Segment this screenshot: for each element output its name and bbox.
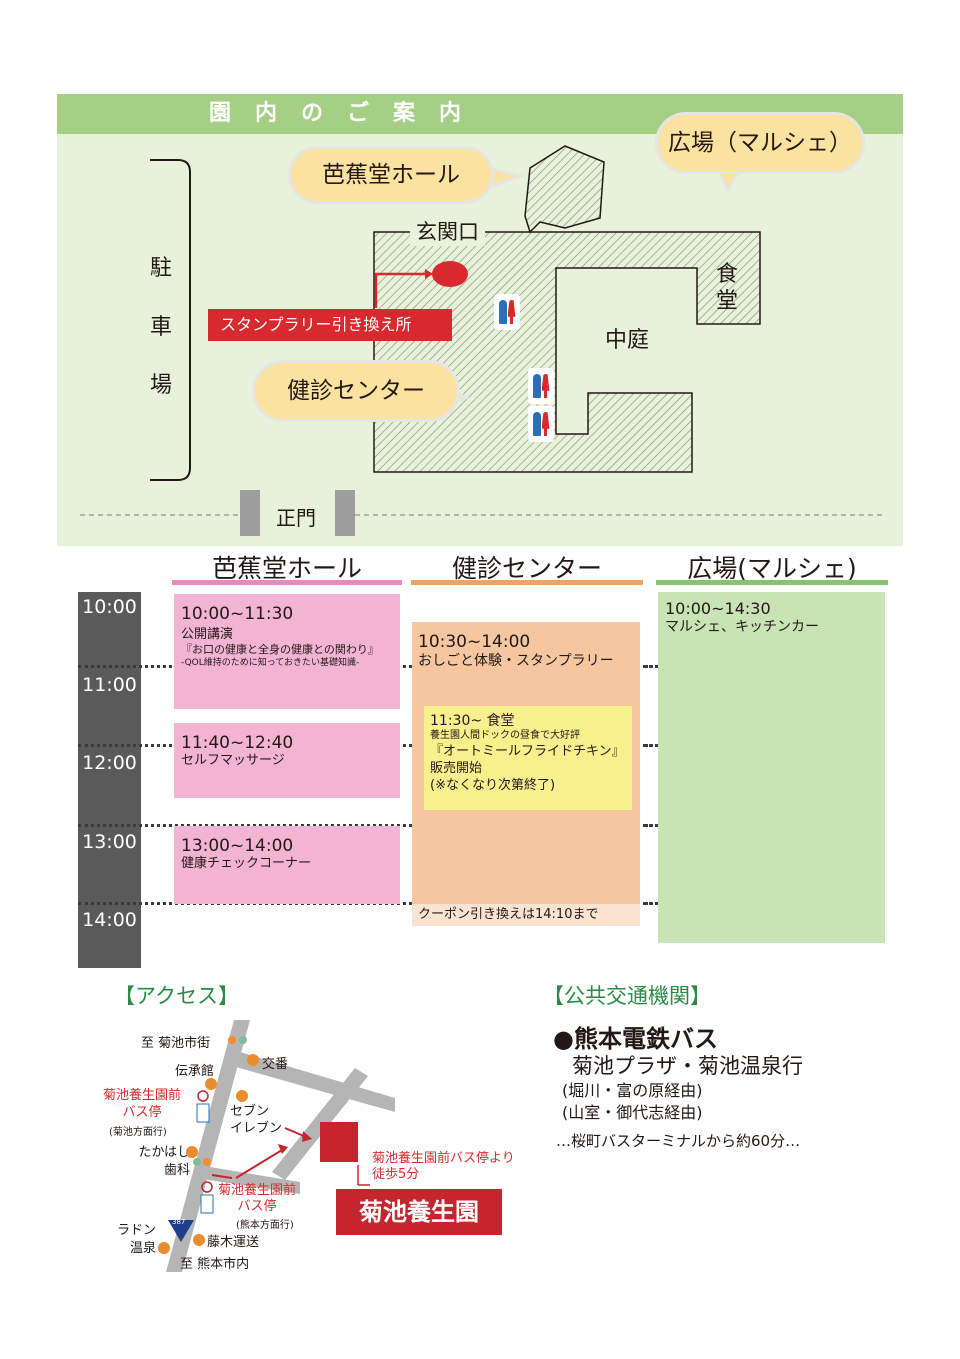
main-gate-label: 正門	[276, 506, 316, 530]
gate-post-left	[240, 490, 260, 536]
basho-hall-building	[524, 145, 605, 234]
parking-bracket	[150, 159, 191, 481]
route-387-label: 387	[172, 1218, 186, 1226]
south-label: 至 熊本市内	[180, 1257, 250, 1272]
restroom-icon	[528, 406, 554, 442]
access-map	[166, 1020, 395, 1272]
road-diagonal	[236, 1052, 395, 1112]
event-block-lecture: 10:00~11:30 公開講演 『お口の健康と全身の健康との関わり』 -QOL…	[174, 594, 400, 709]
dining-label-2: 堂	[716, 289, 739, 314]
bus-stop-2-label: 菊池養生園前バス停	[218, 1183, 297, 1214]
parking-label-3: 場	[150, 373, 173, 398]
fujiki-label: 藤木運送	[207, 1235, 260, 1250]
event-time: 10:00~14:30	[665, 599, 771, 618]
seven-label: セブンイレブン	[230, 1104, 283, 1136]
stamp-exchange-label: スタンプラリー引き換え所	[208, 309, 452, 341]
event-note: -QOL維持のために知っておきたい基礎知識-	[181, 658, 360, 668]
event-title: おしごと体験・スタンプラリー	[418, 653, 614, 669]
seven-marker	[236, 1090, 248, 1102]
event-block-health-check: 13:00~14:00 健康チェックコーナー	[174, 826, 400, 904]
bus-stop-1-label: 菊池養生園前バス停	[103, 1088, 182, 1120]
time-label: 11:00	[82, 674, 137, 696]
destination-label: 菊池養生園	[336, 1189, 502, 1235]
bubble-basho-hall: 芭蕉堂ホール	[288, 146, 494, 204]
event-subtitle: 『お口の健康と全身の健康との関わり』	[181, 643, 379, 656]
destination-building	[320, 1122, 358, 1162]
event-title: セルフマッサージ	[181, 753, 285, 768]
event-time: 13:00~14:00	[181, 836, 294, 856]
hour-divider	[645, 665, 658, 668]
access-heading: 【アクセス】	[114, 984, 239, 1008]
event-block-hiroba: 10:00~14:30 マルシェ、キッチンカー	[658, 592, 885, 943]
event-title: 公開講演	[181, 627, 234, 642]
transit-via-2: (山室・御代志経由)	[562, 1103, 703, 1122]
shokudo-note: 養生園人間ドックの昼食で大好評	[430, 730, 580, 741]
event-title: マルシェ、キッチンカー	[665, 619, 819, 635]
shokudo-caveat: (※なくなり次第終了)	[430, 778, 556, 793]
takahashi-marker	[186, 1146, 198, 1158]
column-bar-basho	[172, 580, 402, 585]
bus-stop-1-direction: (菊池方面行)	[109, 1127, 167, 1138]
bus-stop-2-direction: (熊本方面行)	[236, 1220, 294, 1231]
time-label: 10:00	[82, 596, 137, 618]
event-block-shokudo: 11:30~ 食堂 養生園人間ドックの昼食で大好評 『オートミールフライドチキン…	[424, 706, 632, 810]
map-title: 園内のご案内	[208, 101, 485, 126]
time-label: 12:00	[82, 752, 137, 774]
entrance-label: 玄関口	[410, 216, 485, 246]
north-label: 至 菊池市街	[141, 1036, 211, 1051]
gate-post-right	[335, 490, 355, 536]
event-title: 健康チェックコーナー	[181, 856, 312, 871]
transit-company: ●熊本電鉄バス	[553, 1025, 718, 1053]
road-main	[166, 1020, 250, 1272]
event-time: 11:40~12:40	[181, 733, 294, 753]
transit-heading: 【公共交通機関】	[543, 984, 711, 1008]
radon-marker	[158, 1242, 170, 1254]
column-header-kenshin: 健診センター	[451, 554, 602, 583]
bubble-kenshin-center: 健診センター	[252, 360, 460, 422]
route-387-sign	[168, 1220, 194, 1242]
courtyard-label: 中庭	[605, 328, 650, 353]
koban-label: 交番	[262, 1057, 289, 1072]
column-header-basho: 芭蕉堂ホール	[211, 554, 362, 583]
parking-label-2: 車	[150, 315, 173, 340]
hour-divider	[645, 744, 658, 747]
transit-via-1: (堀川・富の原経由)	[562, 1081, 703, 1100]
fujiki-marker	[193, 1234, 205, 1246]
walk-note: 菊池養生園前バス停より徒歩5分	[372, 1151, 515, 1182]
coupon-note: クーポン引き換えは14:10まで	[412, 904, 640, 926]
denshokan-marker	[205, 1078, 217, 1090]
event-block-massage: 11:40~12:40 セルフマッサージ	[174, 723, 400, 798]
transit-line: 菊池プラザ・菊池温泉行	[572, 1054, 803, 1078]
shokudo-product: 『オートミールフライドチキン』	[430, 744, 625, 759]
takahashi-label: たかはし歯科	[138, 1145, 190, 1178]
event-time: 10:00~11:30	[181, 604, 294, 624]
shokudo-time: 11:30~ 食堂	[430, 713, 515, 729]
time-label: 13:00	[82, 831, 137, 853]
stamp-arrow	[374, 272, 425, 308]
hour-divider	[78, 824, 658, 827]
shokudo-sale: 販売開始	[430, 761, 483, 776]
hour-divider	[645, 902, 658, 905]
timeline-bar	[78, 592, 141, 968]
transit-time: …桜町バスターミナルから約60分…	[556, 1132, 801, 1150]
radon-label: ラドン温泉	[116, 1223, 156, 1256]
dining-label-1: 食	[716, 262, 739, 287]
denshokan-label: 伝承館	[175, 1064, 215, 1079]
map-drawing	[80, 145, 885, 536]
parking-label-1: 駐	[150, 256, 173, 281]
bubble-hiroba: 広場（マルシェ）	[655, 112, 865, 174]
column-header-hiroba: 広場(マルシェ)	[687, 554, 857, 583]
hour-divider	[645, 824, 658, 827]
restroom-icon	[494, 294, 520, 330]
restroom-icon	[528, 368, 554, 404]
stamp-exchange-marker	[432, 261, 468, 287]
main-building	[373, 231, 761, 473]
column-bar-kenshin	[411, 580, 643, 585]
column-bar-hiroba	[656, 580, 888, 585]
koban-marker	[247, 1054, 259, 1066]
event-time: 10:30~14:00	[418, 632, 531, 652]
road-branch	[196, 1165, 300, 1194]
time-label: 14:00	[82, 909, 137, 931]
